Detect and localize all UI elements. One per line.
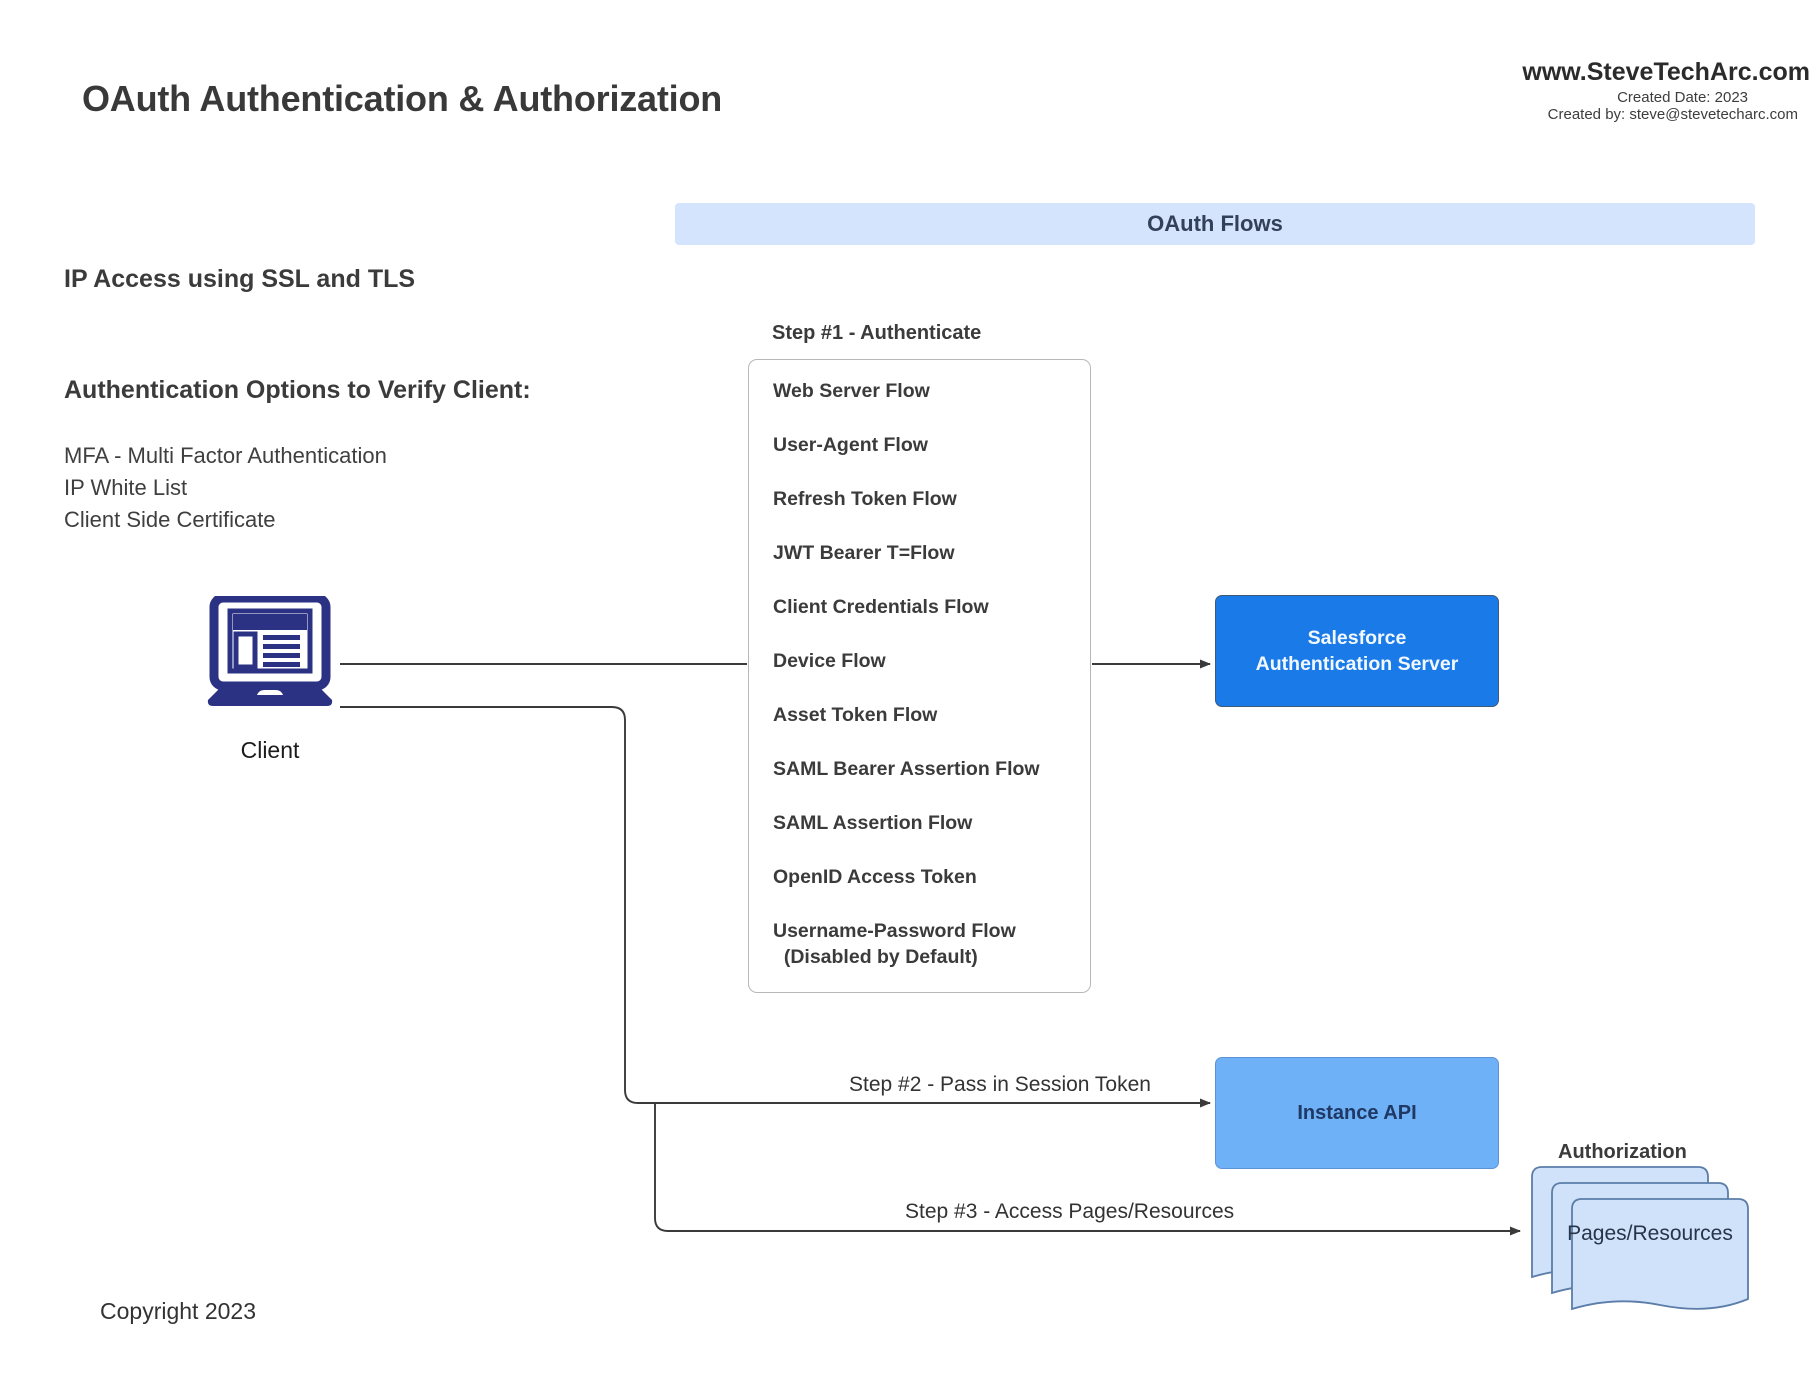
flow-list-item: SAML Bearer Assertion Flow (773, 758, 1040, 780)
oauth-flows-banner-label: OAuth Flows (1147, 211, 1283, 236)
flow-list-item: JWT Bearer T=Flow (773, 542, 955, 564)
authorization-label: Authorization (1558, 1141, 1687, 1163)
page-title: OAuth Authentication & Authorization (82, 78, 723, 119)
auth-option-item: IP White List (64, 475, 188, 500)
salesforce-auth-server-node: Salesforce Authentication Server (1215, 595, 1499, 707)
auth-option-item: Client Side Certificate (64, 507, 276, 532)
client-label: Client (240, 737, 300, 763)
ip-access-heading: IP Access using SSL and TLS (64, 265, 416, 293)
step1-label: Step #1 - Authenticate (772, 322, 982, 344)
flow-list-item: Refresh Token Flow (773, 488, 957, 510)
flow-list-item: Device Flow (773, 650, 886, 672)
oauth-flow-list-box: Web Server Flow User-Agent Flow Refresh … (748, 359, 1091, 993)
flow-list-item: SAML Assertion Flow (773, 812, 973, 834)
instance-api-label: Instance API (1297, 1101, 1417, 1124)
salesforce-auth-server-label: Salesforce Authentication Server (1255, 627, 1459, 675)
flow-list-item: Asset Token Flow (773, 704, 938, 726)
flow-list-item: User-Agent Flow (773, 434, 928, 456)
step3-label: Step #3 - Access Pages/Resources (905, 1200, 1235, 1223)
step2-label: Step #2 - Pass in Session Token (849, 1073, 1151, 1096)
flow-list-item: Web Server Flow (773, 380, 930, 402)
pages-resources-node (1531, 1166, 1749, 1311)
auth-options-heading: Authentication Options to Verify Client: (64, 376, 531, 404)
laptop-icon (207, 596, 333, 706)
instance-api-node: Instance API (1215, 1057, 1499, 1169)
auth-options-list: MFA - Multi Factor Authentication IP Whi… (64, 440, 387, 536)
flow-list-item: Username-Password Flow (Disabled by Defa… (773, 920, 1016, 968)
site-url: www.SteveTechArc.com (1522, 58, 1810, 86)
flow-list-item: Client Credentials Flow (773, 596, 989, 618)
auth-option-item: MFA - Multi Factor Authentication (64, 443, 387, 468)
created-by: Created by: steve@stevetecharc.com (1547, 106, 1798, 123)
created-date: Created Date: 2023 (1617, 89, 1748, 106)
flow-list-item: OpenID Access Token (773, 866, 977, 888)
copyright-text: Copyright 2023 (100, 1298, 256, 1324)
oauth-flow-list: Web Server Flow User-Agent Flow Refresh … (773, 378, 1082, 972)
oauth-flows-banner: OAuth Flows (675, 203, 1755, 245)
